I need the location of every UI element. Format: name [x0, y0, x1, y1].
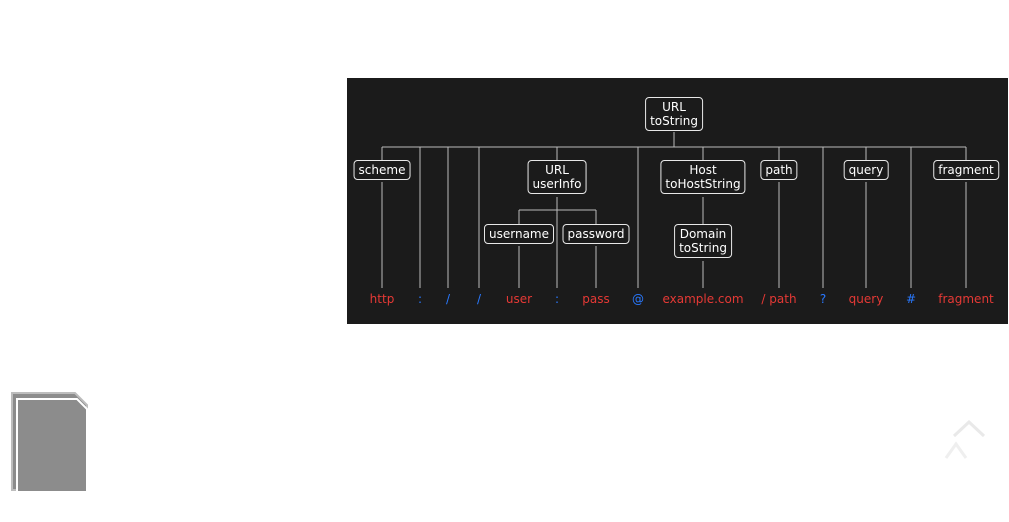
token-slash: / [445, 292, 451, 306]
token-fragment: fragment [938, 292, 994, 306]
node-path: path [760, 160, 798, 180]
node-domain-line2: toString [679, 241, 727, 255]
node-query: query [843, 160, 889, 180]
node-domain-line1: Domain [679, 227, 727, 241]
node-password: password [562, 224, 630, 244]
token-path: / path [761, 292, 797, 306]
token-query: query [848, 292, 884, 306]
node-path-line1: path [765, 163, 793, 177]
node-url-line1: URL [662, 100, 686, 114]
token-at: @ [632, 292, 644, 306]
node-username: username [484, 224, 554, 244]
scroll-up-icon[interactable] [944, 420, 994, 462]
node-host-line1: Host [689, 163, 717, 177]
node-fragment-line1: fragment [938, 163, 994, 177]
node-scheme-line1: scheme [358, 163, 406, 177]
node-userinfo: URL userInfo [527, 160, 587, 194]
node-query-line1: query [848, 163, 884, 177]
node-url-line2: toString [650, 114, 698, 128]
token-question: ? [819, 292, 827, 306]
token-colon: : [417, 292, 423, 306]
token-colon: : [554, 292, 560, 306]
connector-lines [381, 132, 967, 288]
token-scheme: http [369, 292, 395, 306]
node-userinfo-line1: URL [545, 163, 569, 177]
node-scheme: scheme [353, 160, 411, 180]
url-structure-diagram: URL toString scheme URL userInfo Host to… [347, 78, 1008, 324]
node-password-line1: password [567, 227, 625, 241]
node-host: Host toHostString [660, 160, 746, 194]
node-host-line2: toHostString [665, 177, 741, 191]
node-username-line1: username [489, 227, 549, 241]
token-slash: / [476, 292, 482, 306]
token-user: user [505, 292, 533, 306]
node-fragment: fragment [933, 160, 999, 180]
token-host: example.com [662, 292, 744, 306]
node-url: URL toString [645, 97, 703, 131]
token-hash: # [905, 292, 917, 306]
document-icon[interactable] [11, 392, 89, 494]
token-pass: pass [582, 292, 610, 306]
node-userinfo-line2: userInfo [532, 177, 582, 191]
node-domain: Domain toString [674, 224, 732, 258]
